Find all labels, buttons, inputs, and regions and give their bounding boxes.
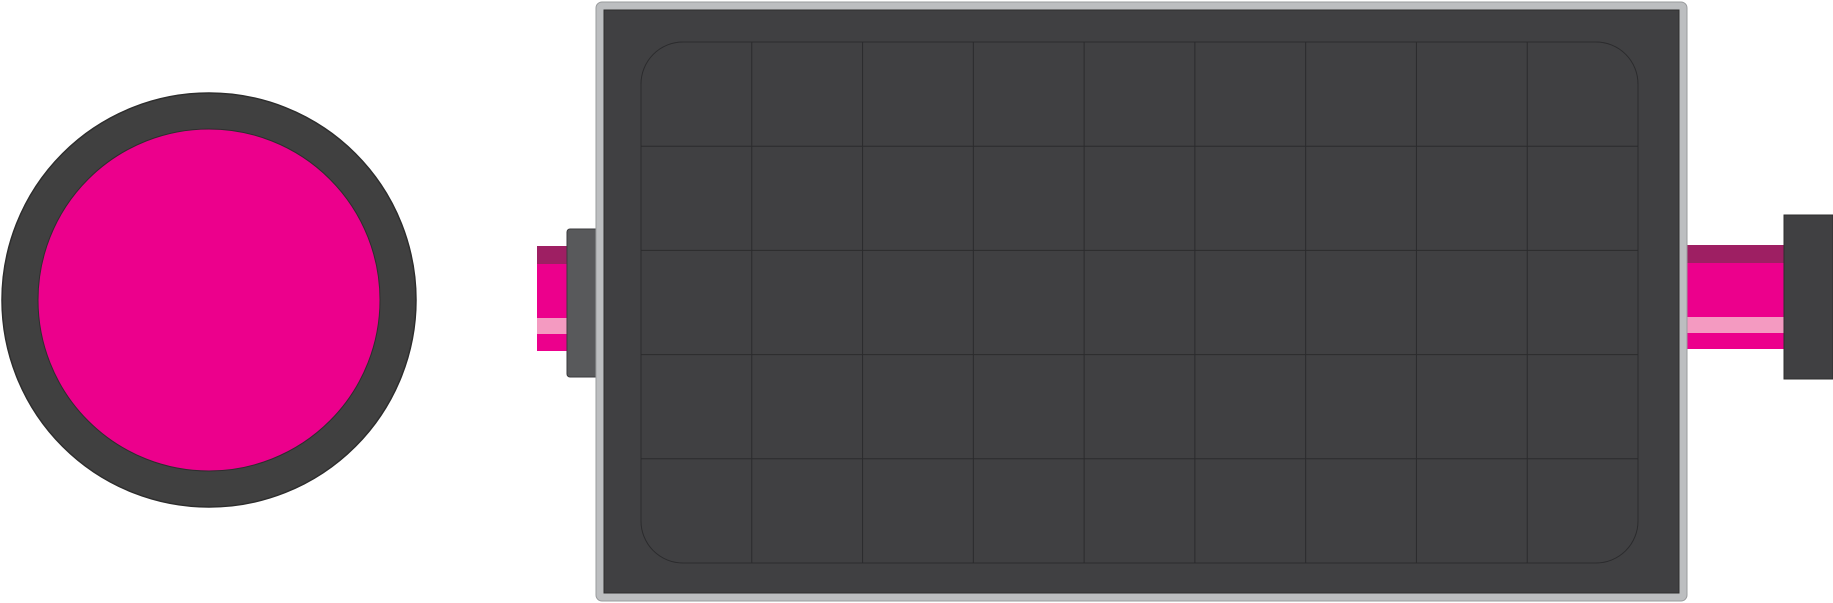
panel-cell-grid bbox=[641, 42, 1638, 563]
left-mount-bracket bbox=[566, 228, 600, 378]
right-shaft-top-band bbox=[1686, 245, 1786, 263]
right-end-block bbox=[1783, 214, 1833, 380]
end-view-disc bbox=[1, 92, 417, 508]
panel-cell-area bbox=[640, 41, 1639, 564]
left-shaft bbox=[537, 246, 569, 351]
right-shaft-highlight bbox=[1686, 317, 1786, 333]
left-shaft-top-band bbox=[537, 246, 569, 264]
disc-magenta-face bbox=[37, 128, 381, 472]
right-shaft bbox=[1686, 245, 1786, 349]
solar-panel bbox=[595, 1, 1688, 602]
panel-surface bbox=[603, 9, 1680, 594]
left-shaft-highlight bbox=[537, 318, 569, 334]
